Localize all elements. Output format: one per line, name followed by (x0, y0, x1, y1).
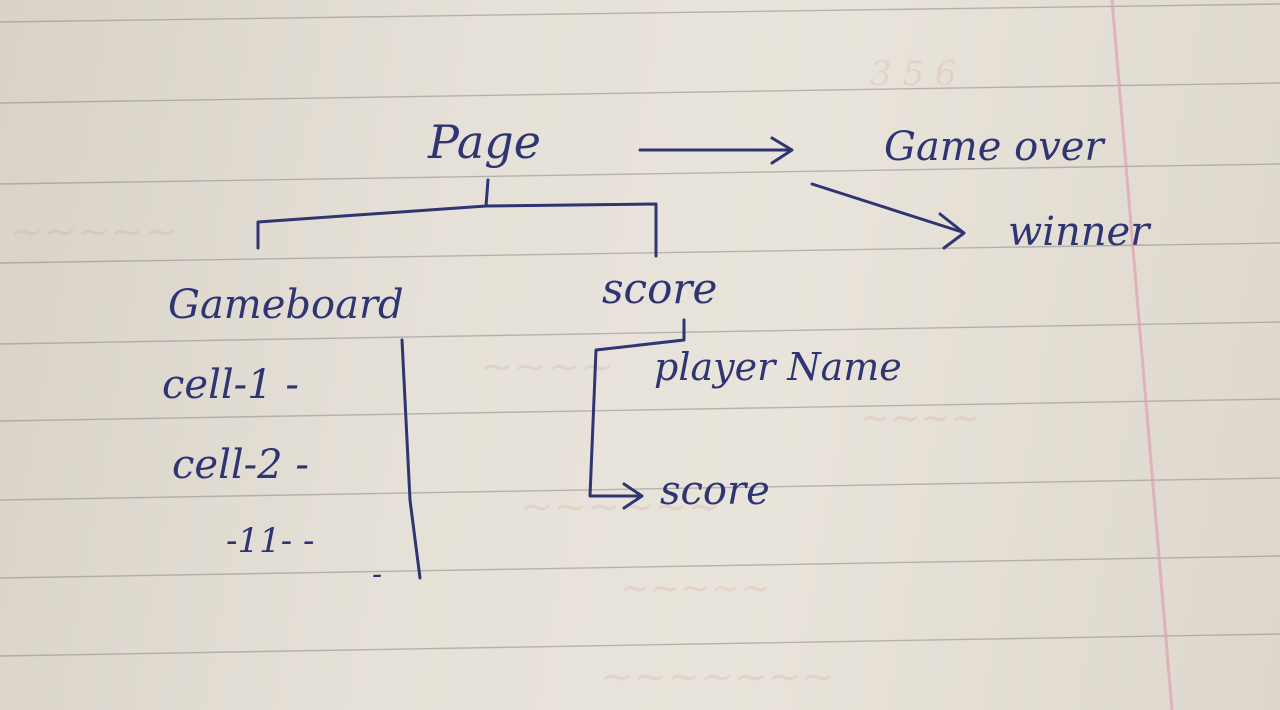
gameboard-item: - (372, 557, 382, 592)
arrow-to-game-over (638, 136, 794, 165)
game-over-label: Game over (884, 124, 1106, 170)
svg-text:~~~~~~~: ~~~~~~~ (600, 654, 835, 700)
root-node-label: Page (427, 115, 541, 169)
margin-line (1110, 0, 1174, 710)
winner-label: winner (1008, 209, 1152, 255)
score-node-label: score (602, 264, 717, 313)
gameboard-item: cell-2 - (172, 442, 309, 488)
arrow-to-winner (810, 182, 966, 250)
gameboard-item: cell-1 - (162, 362, 299, 408)
svg-text:~~~~: ~~~~ (480, 344, 614, 390)
svg-text:~~~~~~: ~~~~~~ (520, 484, 721, 530)
gameboard-item: -11- - (226, 521, 315, 561)
score-sub-label: score (660, 468, 770, 514)
svg-text:~~~~~: ~~~~~ (620, 568, 771, 609)
gameboard-node-label: Gameboard (168, 282, 404, 328)
svg-text:3 5 6: 3 5 6 (870, 54, 957, 94)
ruled-lines (0, 3, 1280, 657)
bleed-through: 3 5 6 ~~~~~ ~~~~ ~~~~ ~~~~~~ ~~~~~ ~~~~~… (10, 54, 981, 700)
svg-text:~~~~: ~~~~ (860, 398, 981, 439)
svg-text:~~~~~: ~~~~~ (10, 209, 178, 255)
gameboard-list-bar (400, 338, 422, 580)
score-branch-bracket (588, 318, 686, 510)
player-name-label: player Name (654, 345, 902, 389)
root-branch-bracket (256, 178, 658, 258)
